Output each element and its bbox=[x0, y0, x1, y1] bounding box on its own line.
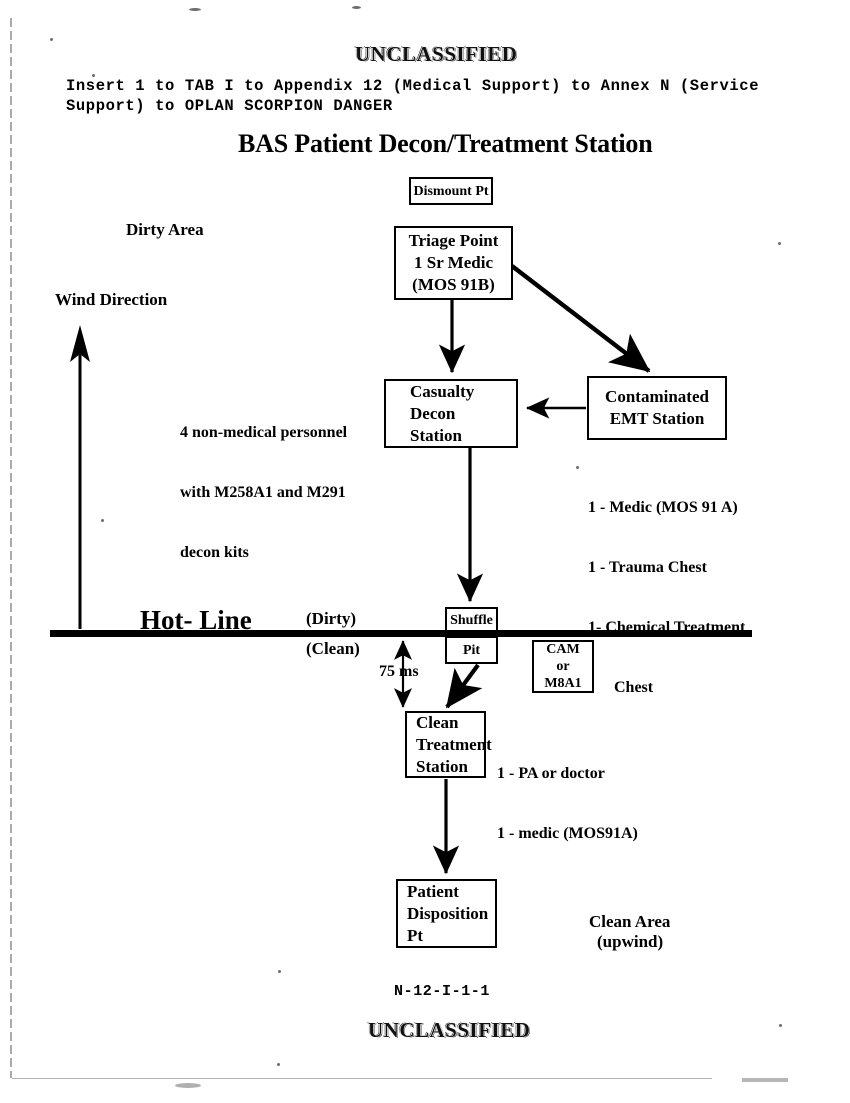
box-casualty-decon-line-2: Decon bbox=[410, 403, 456, 423]
box-patient-disposition-line-2: Disposition bbox=[407, 903, 489, 923]
scan-speck bbox=[576, 466, 579, 469]
annotation-shuffle-pit-distance: 75 ms bbox=[379, 663, 419, 680]
annotation-decon-personnel: 4 non-medical personnel with M258A1 and … bbox=[180, 383, 347, 603]
connector-shuffle-pit-to-clean-treatment bbox=[445, 663, 483, 709]
classification-footer: UNCLASSIFIED bbox=[368, 1018, 531, 1042]
scan-speck bbox=[779, 1024, 782, 1027]
annotation-clean-staffing: 1 - PA or doctor 1 - medic (MOS91A) bbox=[497, 724, 638, 884]
box-triage-point-line-1: Triage Point bbox=[408, 231, 499, 250]
scan-edge-artifact-bottom bbox=[12, 1078, 712, 1079]
scan-speck bbox=[50, 38, 53, 41]
hotline-side-label-dirty: (Dirty) bbox=[306, 609, 357, 628]
classification-header: UNCLASSIFIED bbox=[355, 42, 518, 66]
page-title: BAS Patient Decon/Treatment Station bbox=[238, 129, 653, 158]
box-patient-disposition-line-3: Pt bbox=[407, 925, 424, 945]
box-patient-disposition-pt[interactable]: Patient Disposition Pt bbox=[396, 879, 497, 948]
scan-edge-artifact-left bbox=[10, 18, 12, 1078]
box-casualty-decon-line-3: Station bbox=[410, 425, 462, 445]
scan-speck bbox=[277, 1063, 280, 1066]
box-dismount-pt-line-1: Dismount Pt bbox=[413, 183, 489, 199]
annotation-emt-staffing: 1 - Medic (MOS 91 A) 1 - Trauma Chest 1-… bbox=[588, 458, 745, 738]
scan-speck bbox=[352, 6, 361, 9]
box-contaminated-emt-line-1: Contaminated bbox=[605, 387, 709, 406]
zone-label-clean-area-upwind: (upwind) bbox=[597, 932, 664, 951]
document-header-line-2: Support) to OPLAN SCORPION DANGER bbox=[66, 97, 393, 115]
box-shuffle-pit-top-line-1: Shuffle bbox=[450, 613, 493, 628]
annotation-decon-personnel-line-1: 4 non-medical personnel bbox=[180, 424, 348, 441]
box-cam-m8a1-line-1: CAM bbox=[546, 642, 580, 657]
scan-speck bbox=[742, 1078, 788, 1082]
zone-label-dirty-area: Dirty Area bbox=[126, 220, 204, 239]
box-clean-treatment-line-3: Station bbox=[416, 756, 468, 776]
hotline-side-label-clean: (Clean) bbox=[306, 639, 360, 658]
box-shuffle-pit-bottom[interactable]: Pit bbox=[445, 636, 498, 664]
box-shuffle-pit-bottom-line-1: Pit bbox=[462, 642, 481, 658]
box-shuffle-pit-top[interactable]: Shuffle bbox=[445, 607, 498, 634]
scan-speck bbox=[175, 1083, 201, 1088]
annotation-emt-staffing-line-2: 1 - Trauma Chest bbox=[588, 559, 707, 576]
annotation-clean-staffing-line-2: 1 - medic (MOS91A) bbox=[497, 825, 638, 842]
box-clean-treatment-line-2: Treatment bbox=[416, 734, 492, 754]
hot-line-rule bbox=[50, 630, 752, 637]
box-triage-point[interactable]: Triage Point 1 Sr Medic (MOS 91B) bbox=[394, 226, 513, 300]
hot-line-label: Hot- Line bbox=[140, 605, 252, 635]
annotation-decon-personnel-line-3: decon kits bbox=[180, 544, 249, 561]
wind-direction-arrow bbox=[70, 325, 90, 629]
box-contaminated-emt-line-2: EMT Station bbox=[609, 409, 705, 428]
box-casualty-decon-line-1: Casualty bbox=[410, 381, 475, 401]
box-triage-point-line-2: 1 Sr Medic bbox=[413, 253, 493, 272]
box-casualty-decon-station[interactable]: Casualty Decon Station bbox=[384, 379, 518, 448]
zone-label-clean-area: Clean Area bbox=[589, 912, 671, 931]
annotation-emt-staffing-line-1: 1 - Medic (MOS 91 A) bbox=[588, 499, 738, 516]
annotation-decon-personnel-line-2: with M258A1 and M291 bbox=[180, 484, 346, 501]
connector-triage-to-emt bbox=[510, 264, 651, 373]
box-patient-disposition-line-1: Patient bbox=[407, 881, 459, 901]
box-cam-m8a1-line-2: or bbox=[556, 659, 570, 674]
box-clean-treatment-line-1: Clean bbox=[416, 712, 459, 732]
box-cam-m8a1[interactable]: CAM or M8A1 bbox=[532, 640, 594, 693]
box-dismount-pt[interactable]: Dismount Pt bbox=[409, 177, 493, 205]
box-clean-treatment-station[interactable]: Clean Treatment Station bbox=[405, 711, 492, 778]
box-cam-m8a1-line-3: M8A1 bbox=[544, 676, 582, 691]
box-triage-point-line-3: (MOS 91B) bbox=[412, 275, 495, 294]
zone-label-wind-direction: Wind Direction bbox=[55, 290, 168, 309]
scan-speck bbox=[101, 519, 104, 522]
annotation-emt-staffing-line-4: Chest bbox=[614, 679, 654, 696]
page-number: N-12-I-1-1 bbox=[394, 983, 491, 1000]
document-header-line-1: Insert 1 to TAB I to Appendix 12 (Medica… bbox=[66, 77, 760, 95]
scan-speck bbox=[92, 74, 95, 77]
box-contaminated-emt-station[interactable]: Contaminated EMT Station bbox=[587, 376, 727, 440]
annotation-clean-staffing-line-1: 1 - PA or doctor bbox=[497, 765, 605, 782]
scan-speck bbox=[278, 970, 281, 973]
scan-speck bbox=[778, 242, 781, 245]
scan-speck bbox=[189, 8, 201, 11]
